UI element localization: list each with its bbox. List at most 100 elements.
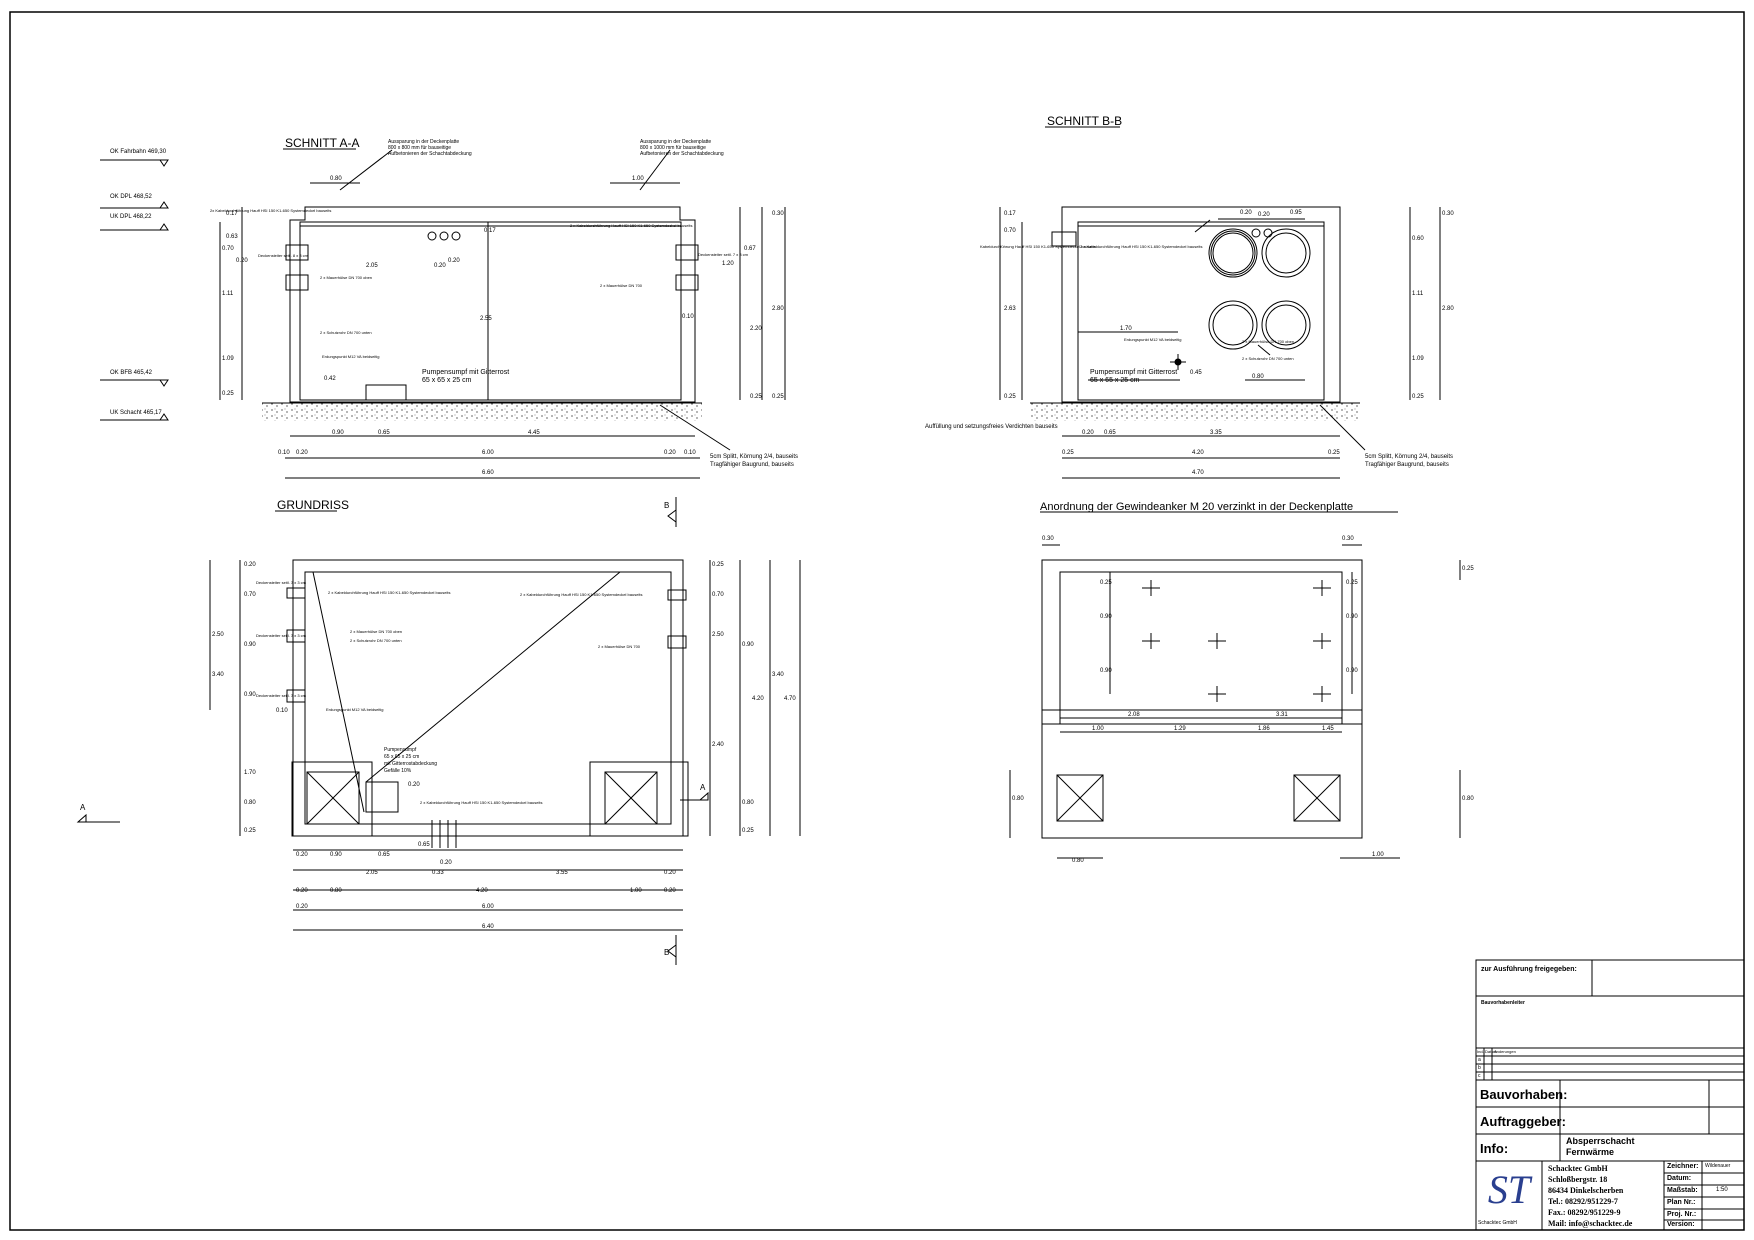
dimension: 4.20 xyxy=(1192,450,1204,456)
dimension: 0.10 xyxy=(682,314,694,320)
field-value: 1:50 xyxy=(1716,1187,1728,1193)
dimension: 0.80 xyxy=(1012,796,1024,802)
company-city: 86434 Dinkelscherben xyxy=(1548,1186,1624,1195)
dimension: 3.35 xyxy=(1210,430,1222,436)
info-value: Absperrschacht xyxy=(1566,1136,1635,1146)
dimension: 6.00 xyxy=(482,904,494,910)
dimension: 0.25 xyxy=(244,828,256,834)
dimension: 2.63 xyxy=(1004,306,1016,312)
dimension: 0.42 xyxy=(324,376,336,382)
dimension: 1.11 xyxy=(1412,291,1424,297)
sheet-frame xyxy=(9,11,1745,1231)
grundriss-title: GRUNDRISS xyxy=(277,498,349,512)
dimension: 0.20 xyxy=(1258,212,1270,218)
dimension: 0.70 xyxy=(1004,228,1016,234)
dimension: 1.70 xyxy=(244,770,256,776)
company-logo: ST xyxy=(1487,1167,1531,1212)
revision-header: Änderungen xyxy=(1494,1049,1516,1054)
dimension: 0.65 xyxy=(378,852,390,858)
dimension: 0.20 xyxy=(296,450,308,456)
grundriss-view: GRUNDRISS xyxy=(76,497,801,965)
annotation: 5cm Splitt, Körnung 2/4, bauseits xyxy=(710,454,798,460)
dimension: 0.25 xyxy=(1328,450,1340,456)
dimension: 0.25 xyxy=(750,394,762,400)
dimension: 0.95 xyxy=(1290,210,1302,216)
annotation: Pumpensumpf xyxy=(384,747,417,753)
dimension: 0.20 xyxy=(296,852,308,858)
dimension: 0.20 xyxy=(296,888,308,894)
dimension: 0.10 xyxy=(684,450,696,456)
dimension: 0.20 xyxy=(244,562,256,568)
revision-header: Datum xyxy=(1485,1049,1497,1054)
dimension: 0.10 xyxy=(278,450,290,456)
dimension: 0.30 xyxy=(772,211,784,217)
dimension: 2.05 xyxy=(366,870,378,876)
annotation: 2 x Mauerhülse DN 700 oben xyxy=(320,275,372,280)
dimension: 0.20 xyxy=(1240,210,1252,216)
anker-title: Anordnung der Gewindeanker M 20 verzinkt… xyxy=(1040,501,1353,513)
dimension: 1.09 xyxy=(222,356,234,362)
note-text: 800 x 800 mm für bauseitige xyxy=(388,145,451,151)
dimension: 4.20 xyxy=(476,888,488,894)
dimension: 1.45 xyxy=(1322,726,1334,732)
annotation: Tragfähiger Baugrund, bauseits xyxy=(710,462,794,468)
annotation: 2 x Mauerhülse DN 700 oben xyxy=(1242,339,1294,344)
dimension: 0.20 xyxy=(236,258,248,264)
dimension: 1.00 xyxy=(630,888,642,894)
note-text: Aufbetonieren der Schachtabdeckung xyxy=(640,151,724,157)
dimension: 0.80 xyxy=(330,888,342,894)
annotation: Deckensteiter seitl. 3 x 3 cm xyxy=(256,693,307,698)
dimension: 2.40 xyxy=(712,742,724,748)
annotation: Deckensteiter seitl. 3 x 3 cm xyxy=(256,633,307,638)
annotation: Tragfähiger Baugrund, bauseits xyxy=(1365,462,1449,468)
dimension: 0.17 xyxy=(484,228,496,234)
title-block-frame xyxy=(1475,959,1745,1231)
annotation: 2 x Mauerhülse DN 700 oben xyxy=(350,629,402,634)
dimension: 0.20 xyxy=(448,258,460,264)
company-mail: Mail: info@schacktec.de xyxy=(1548,1219,1633,1228)
annotation: Erdungspunkt M12 VA beidseitig xyxy=(326,707,384,712)
dimension: 0.25 xyxy=(1062,450,1074,456)
annotation: 2 x Mauerhülse DN 700 xyxy=(600,283,643,288)
dimension: 0.90 xyxy=(244,692,256,698)
dimension: 0.90 xyxy=(332,430,344,436)
dimension: 0.20 xyxy=(434,263,446,269)
revision-index: a xyxy=(1478,1057,1481,1063)
anchor-points xyxy=(1142,580,1331,702)
dimension: 1.20 xyxy=(722,261,734,267)
annotation: Auffüllung und setzungsfreies Verdichten… xyxy=(925,424,1058,430)
annotation: Deckensteiter seitl. 8 x 3 cm xyxy=(258,253,309,258)
dimension: 6.60 xyxy=(482,470,494,476)
dimension: 0.30 xyxy=(1042,536,1054,542)
dimension: 0.25 xyxy=(772,394,784,400)
annotation: 2 x Kabeldurchführung Hauff HSI 150 K1-6… xyxy=(1080,244,1202,249)
annotation: 2 x Kabeldurchführung Hauff HSI 150 K1-6… xyxy=(328,590,450,595)
annotation: 2 x Mauerhülse DN 700 xyxy=(598,644,641,649)
field-label: Proj. Nr.: xyxy=(1667,1211,1697,1218)
dimension: 0.10 xyxy=(276,708,288,714)
dimension: 4.45 xyxy=(528,430,540,436)
dimension: 0.33 xyxy=(432,870,444,876)
dimension: 1.11 xyxy=(222,291,234,297)
dimension: 0.25 xyxy=(1346,580,1358,586)
section-marker: A xyxy=(80,803,86,812)
dimension: 6.40 xyxy=(482,924,494,930)
section-bb-view: SCHNITT B-B Kabeldurc xyxy=(925,114,1454,479)
company-street: Schloßbergstr. 18 xyxy=(1548,1175,1608,1184)
annotation: Deckensteiter seitl. 7 x 3 cm xyxy=(698,252,749,257)
dimension: 2.50 xyxy=(212,632,224,638)
signature-label: Bauvorhabenleiter xyxy=(1481,1000,1525,1006)
dimension: 2.08 xyxy=(1128,712,1140,718)
level-label: UK DPL 468,22 xyxy=(110,214,152,220)
dimension: 0.80 xyxy=(1462,796,1474,802)
note-text: Aussparung in der Deckenplatte xyxy=(640,139,711,145)
dimension: 2.55 xyxy=(480,316,492,322)
note-text: Aufbetonieren der Schachtabdeckung xyxy=(388,151,472,157)
dimension: 0.90 xyxy=(330,852,342,858)
dimension: 1.00 xyxy=(1372,852,1384,858)
company-fax: Fax.: 08292/951229-9 xyxy=(1548,1208,1621,1217)
annotation: 2 x Kabeldurchführung Hauff HSI 150 K1-6… xyxy=(570,223,692,228)
annotation: Deckensteiter seitl. 3 x 3 cm xyxy=(256,580,307,585)
